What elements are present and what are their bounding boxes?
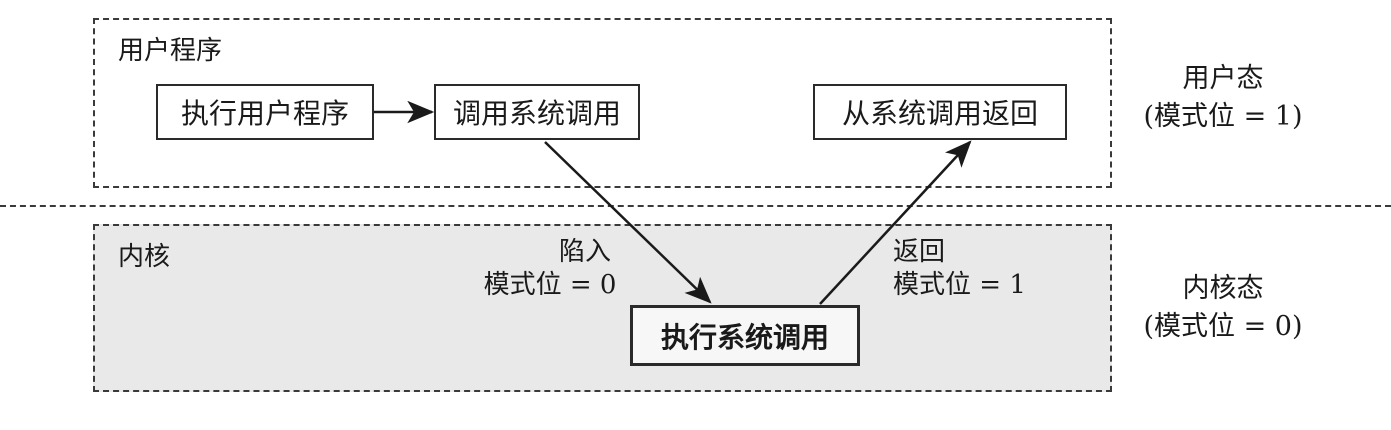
kernel-mode-label: 内核态 (模式位 = 0)	[1128, 270, 1318, 346]
trap-mode-bit: 模式位 = 0	[483, 269, 617, 300]
return-caption: 返回 模式位 = 1	[893, 236, 1063, 301]
kernel-mode-bit: (模式位 = 0)	[1143, 310, 1303, 342]
user-program-label: 用户程序	[118, 36, 223, 66]
user-mode-bit: (模式位 = 1)	[1143, 100, 1303, 132]
call-syscall-box: 调用系统调用	[434, 84, 640, 140]
trap-caption: 陷入 模式位 = 0	[470, 236, 630, 301]
exec-syscall-box: 执行系统调用	[630, 305, 860, 366]
return-title: 返回	[893, 237, 946, 267]
user-mode-label: 用户态 (模式位 = 1)	[1128, 60, 1318, 136]
mode-separator-line	[0, 205, 1391, 207]
kernel-label: 内核	[118, 242, 171, 272]
trap-title: 陷入	[558, 237, 611, 267]
kernel-mode-title: 内核态	[1182, 273, 1264, 304]
exec-user-program-box: 执行用户程序	[156, 84, 374, 140]
return-mode-bit: 模式位 = 1	[893, 269, 1026, 300]
return-from-syscall-box: 从系统调用返回	[813, 84, 1067, 140]
user-mode-title: 用户态	[1182, 63, 1264, 94]
